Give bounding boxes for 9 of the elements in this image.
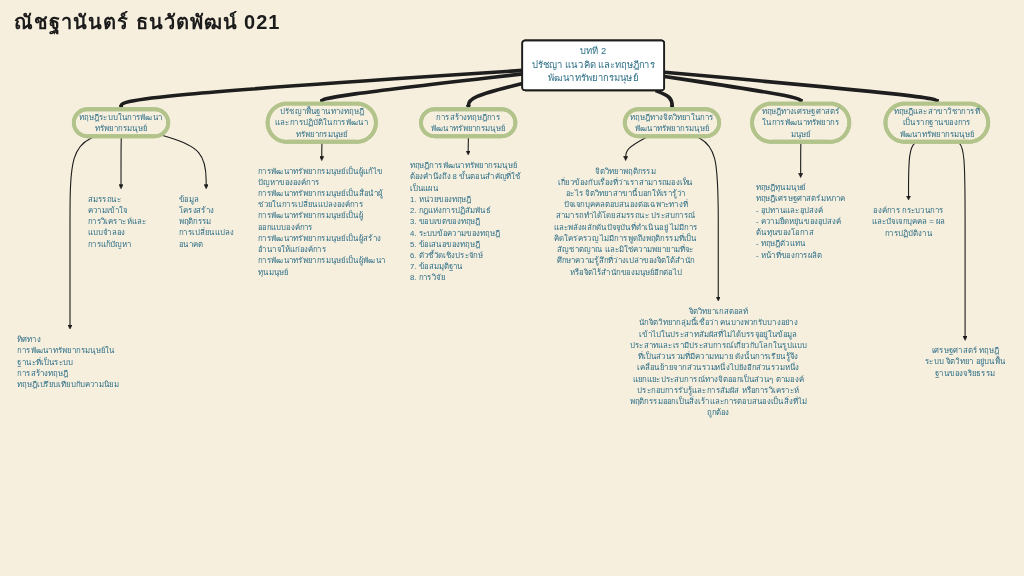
arrow <box>906 141 917 201</box>
title: ณัชฐานันตร์ ธนวัตพัฒน์ 021 <box>14 10 281 37</box>
arrow <box>160 134 209 190</box>
arrow <box>655 88 675 110</box>
arrow <box>319 141 325 161</box>
arrow <box>798 141 804 178</box>
arrow <box>118 68 523 110</box>
arrow <box>465 81 523 110</box>
arrow <box>957 141 968 341</box>
